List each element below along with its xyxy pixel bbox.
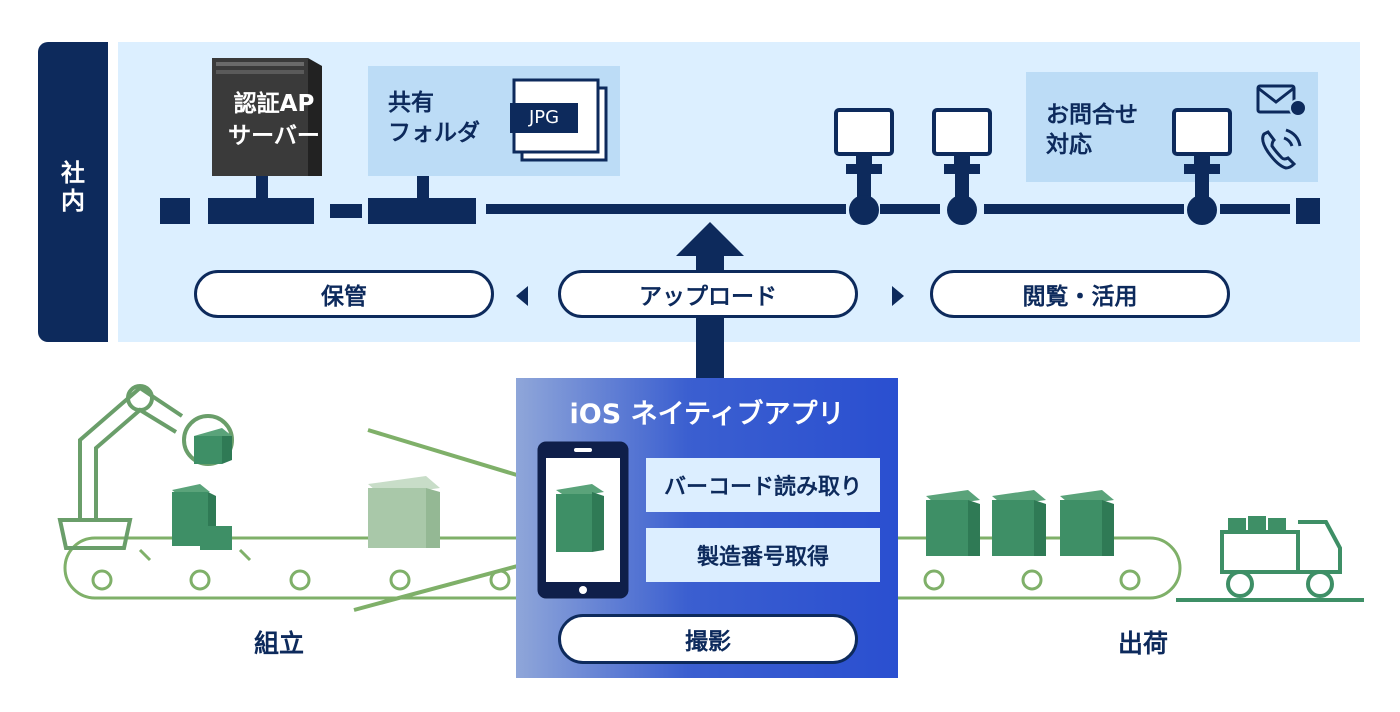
product-boxes-shipping — [926, 490, 1114, 556]
product-box-faded — [368, 476, 440, 548]
shared-folder-line2: フォルダ — [388, 120, 480, 146]
ios-app-title: iOS ネイティブアプリ — [569, 399, 845, 430]
barcode-scan-feature: バーコード読み取り — [646, 458, 880, 512]
folder-stand — [417, 176, 429, 200]
camera-view-lines — [353, 428, 541, 612]
assembly-label: 組立 — [254, 629, 305, 658]
monitor-icon-3 — [1172, 108, 1232, 225]
smartphone-icon — [537, 441, 629, 599]
view-use-pill: 閲覧・活用 — [930, 270, 1230, 318]
auth-server-line1: 認証AP — [233, 91, 315, 117]
arrow-right-icon — [892, 286, 904, 306]
conveyor-left — [63, 536, 516, 600]
phone-icon — [1261, 128, 1302, 170]
mail-icon — [1256, 84, 1307, 117]
truck-icon — [1176, 516, 1364, 602]
serial-number-feature: 製造番号取得 — [646, 528, 880, 582]
server-icon — [212, 58, 322, 176]
shared-folder-label: 共有 フォルダ — [388, 88, 480, 148]
upload-pill: アップロード — [558, 270, 858, 318]
network-line — [160, 198, 1320, 224]
support-line2: 対応 — [1046, 132, 1092, 158]
support-line1: お問合せ — [1046, 102, 1138, 128]
server-stand — [256, 176, 268, 200]
monitor-icon-1 — [834, 108, 894, 225]
internal-label-2: 内 — [61, 187, 85, 215]
shipping-label: 出荷 — [1118, 629, 1169, 658]
internal-side-tab: 社 内 — [38, 42, 108, 342]
storage-pill: 保管 — [194, 270, 494, 318]
internal-label-1: 社 — [61, 159, 85, 187]
support-label: お問合せ 対応 — [1046, 100, 1138, 160]
jpg-tag: JPG — [510, 103, 578, 133]
auth-server-line2: サーバー — [228, 123, 320, 149]
shared-folder-line1: 共有 — [388, 90, 434, 116]
product-box-assembly — [172, 428, 232, 550]
auth-server-label: 認証AP サーバー — [214, 88, 334, 152]
monitor-icon-2 — [932, 108, 992, 225]
arrow-left-icon — [516, 286, 528, 306]
capture-pill: 撮影 — [558, 614, 858, 664]
